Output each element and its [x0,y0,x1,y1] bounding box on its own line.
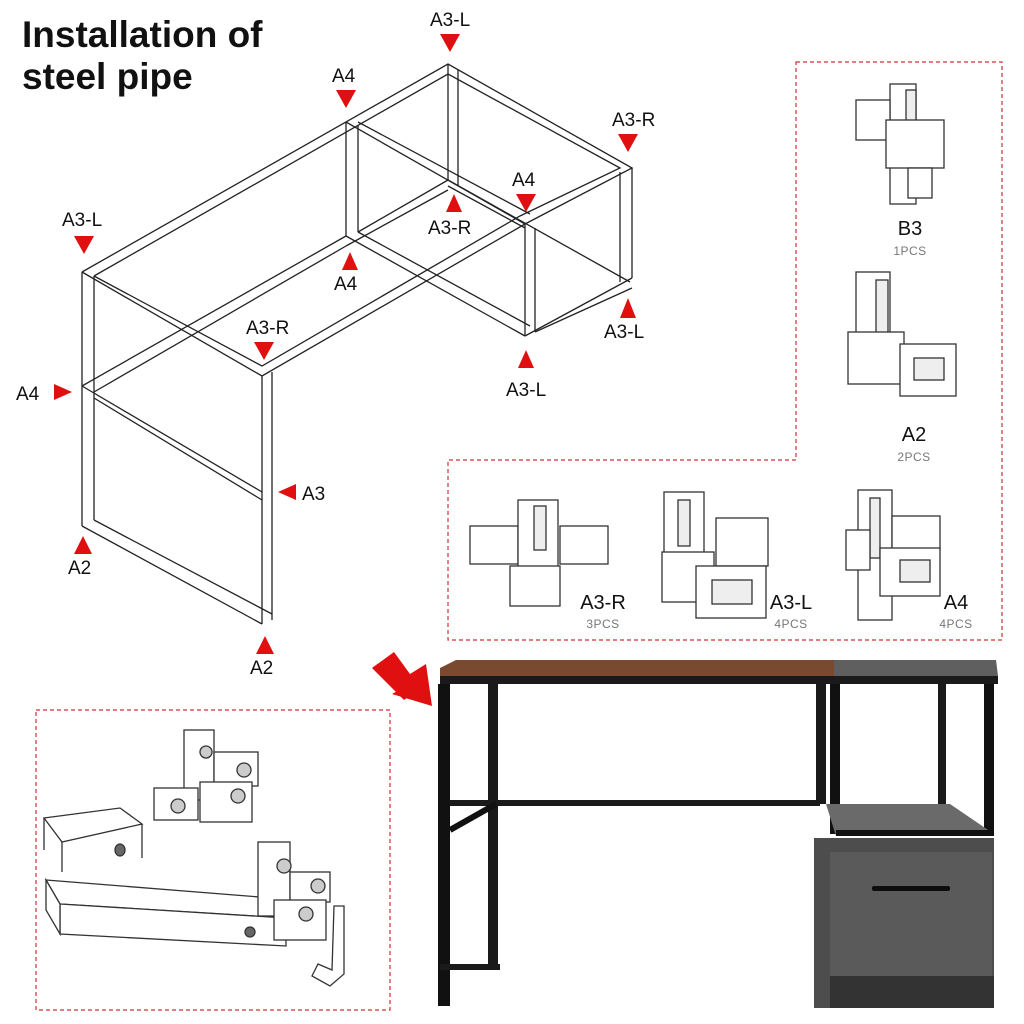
frame-label: A3-L [430,10,471,31]
a2-connector-drawing [847,271,957,397]
part-qty-a2: 2PCS [897,450,931,464]
assembly-detail-drawing [42,729,345,987]
frame-label: A3-R [612,110,656,131]
marker-left [278,484,296,500]
wood-desktop [440,660,834,680]
frame-label: A4 [334,274,358,295]
marker-up [342,252,358,270]
part-name-a3l: A3-L [769,592,813,614]
part-qty-a3r: 3PCS [586,617,620,631]
marker-up [446,194,462,212]
marker-up [256,636,274,654]
parts-panel-border [447,61,1003,641]
frame-label: A4 [512,170,536,191]
drawer-handle [872,886,950,891]
frame-label: A2 [250,658,274,679]
frame-label: A3 [302,484,326,505]
title-line-2: steel pipe [22,56,193,97]
frame-label: A3-L [506,380,547,401]
marker-down [254,342,274,360]
part-name-a4: A4 [943,592,969,614]
title-line-1: Installation of [22,14,263,55]
position-markers [54,34,638,654]
part-qty-a3l: 4PCS [774,617,808,631]
frame-label: A4 [16,384,40,405]
marker-down [440,34,460,52]
steel-frame-drawing [81,63,634,625]
marker-down [618,134,638,152]
frame-label: A3-R [428,218,472,239]
frame-label: A2 [68,558,92,579]
marker-up [518,350,534,368]
detail-panel-border [35,709,391,1011]
marker-down [516,194,536,212]
marker-up [620,298,636,318]
marker-down [336,90,356,108]
stone-desktop [834,660,998,678]
marker-down [74,236,94,254]
part-qty-a4: 4PCS [939,617,973,631]
frame-label: A4 [332,66,356,87]
part-name-a3r: A3-R [580,592,626,614]
diagram-title: Installation of steel pipe [22,14,263,98]
frame-label: A3-L [62,210,103,231]
marker-up [74,536,92,554]
part-name-b3: B3 [897,218,923,240]
frame-label: A3-L [604,322,645,343]
a4-connector-drawing [845,489,941,621]
a3l-connector-drawing [661,491,769,619]
part-qty-b3: 1PCS [893,244,927,258]
marker-right [54,384,72,400]
frame-label: A3-R [246,318,290,339]
part-name-a2: A2 [901,424,927,446]
b3-connector-drawing [855,83,945,205]
desk-photo [438,660,998,1008]
a3r-connector-drawing [469,499,609,607]
